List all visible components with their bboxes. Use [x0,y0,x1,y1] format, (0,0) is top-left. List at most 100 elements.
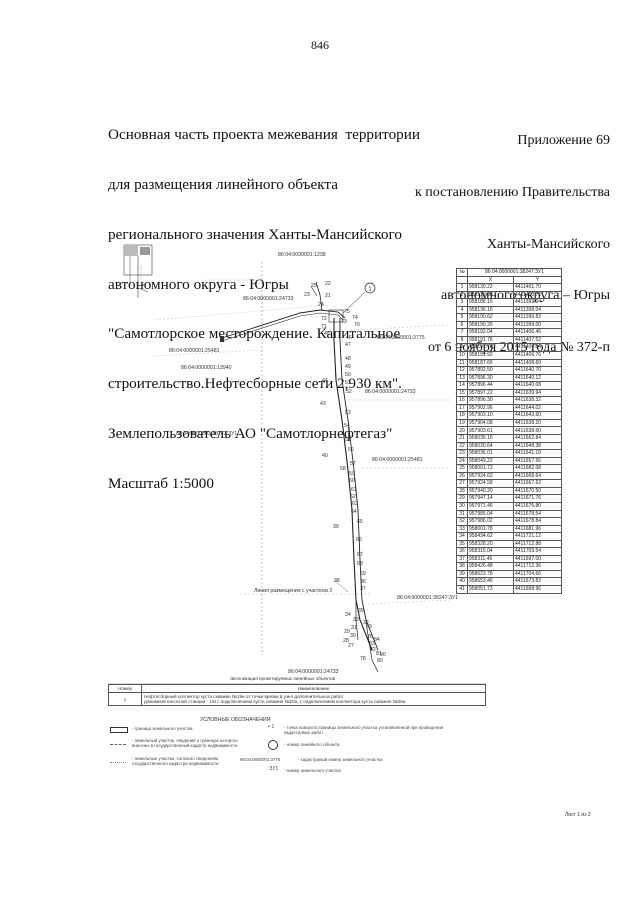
point-label: 54 [344,423,350,429]
table-cell: 2 [456,290,468,300]
legend-swatch-boundary [110,727,128,733]
table-cell: 4411678.54 [513,509,562,519]
document-title: Основная часть проекта межевания террито… [108,94,420,509]
table-cell: 4411709.54 [513,547,562,556]
table-cell: 958190.26 [467,320,514,330]
table-cell: 957904.08 [467,418,514,428]
table-cell: 1 [456,283,468,292]
point-label: 47 [345,342,351,348]
table-cell: 958001.72 [467,464,514,473]
table-cell: 4411644.02 [513,403,562,413]
cadastral-label: 86:04:0000001:24733 [288,669,339,675]
table-cell: 12 [456,366,468,375]
point-label: 80 [377,658,383,664]
table-cell: 4411643.60 [513,411,562,420]
table-cell: 16 [456,396,468,405]
table-cell: 4411639.94 [513,388,562,398]
point-label: 35 [358,608,364,614]
point-label: 25 [311,283,317,289]
cadastral-label: 86:04:0000001:25481 [372,457,423,463]
pipeline-corridor [220,281,379,673]
header-cell: X [467,275,514,285]
table-cell: 4411396.82 [513,313,562,322]
explication-text: Нефтесборный коллектор куста скважин №19… [144,694,344,699]
object-number-marker: 1 [333,282,376,593]
table-cell: 3 [456,298,468,307]
point-label: 68 [357,561,363,567]
legend-text: - кадастровый номер земельного участка [298,757,383,762]
table-cell: 958315.04 [467,547,514,556]
header-cell [456,275,468,285]
table-header-row: № 86:04:0000001:38247:ЗУ1 [456,268,562,277]
table-cell: 958328.20 [467,539,514,549]
table-cell: 25 [456,464,468,473]
point-label: 60 [349,478,355,484]
point-label: 37 [360,586,366,592]
table-cell: 4411648.38 [513,441,562,451]
page-number: 846 [311,38,329,52]
point-label: 62 [350,494,356,500]
point-label: 73 [341,319,347,325]
table-cell: 4411697.00 [513,554,562,564]
point-label: 51 [345,380,351,386]
table-cell: 4411638.20 [513,418,562,428]
legend-cad-symbol: 86:04:0000001:3775 [240,757,281,762]
point-label: 78 [360,656,366,662]
legend-point-symbol: • 1 [268,724,275,730]
table-cell: 41 [456,584,468,594]
table-cell: 4411668.96 [513,584,562,594]
table-cell: 958192.04 [467,328,514,337]
title-line: строительство.Нефтесборные сети 2,930 км… [108,375,402,393]
table-cell: 957903.10 [467,411,514,420]
table-cell: 8 [456,335,468,345]
table-cell: 4411640.08 [513,381,562,390]
legend-text: - номер земельного участка [284,768,341,773]
point-label: 57 [350,461,356,467]
table-cell: 958434.62 [467,532,514,541]
table-cell: 958191.76 [467,335,514,345]
table-cell: 957903.61 [467,426,514,436]
point-label: 49 [345,364,351,370]
table-cell: 4411407.52 [513,335,562,345]
point-label: 63 [352,501,358,507]
table-cell: 958130.22 [467,283,514,292]
table-cell: 21 [456,434,468,443]
table-cell: 4411671.76 [513,494,562,503]
table-cell: 958187.66 [467,358,514,368]
table-cell: 13 [456,373,468,383]
table-cell: 28 [456,486,468,496]
table-cell: 4411408.60 [513,358,562,368]
overview-inset [123,244,153,298]
table-cell: 20 [456,426,468,436]
table-cell: 35 [456,539,468,549]
table-cell: 957896.30 [467,396,514,405]
table-cell: 19 [456,418,468,428]
legend-zu-symbol: :ЗУ1 [268,766,279,772]
point-label: 30 [350,633,356,639]
annex-line: Ханты-Мансийского [486,236,610,252]
point-label: 28 [343,638,349,644]
point-label: 23 [304,292,310,298]
cadastral-label: 86:04:0000001:24733 [243,296,294,302]
table-cell: 957892.50 [467,366,514,375]
point-label: 59 [349,471,355,477]
table-cell: 958623.78 [467,569,514,579]
point-label: 48 [345,356,351,362]
point-label: 79 [366,624,372,630]
table-cell: 11 [456,358,468,368]
legend-text: - земельный участок, сведения о границах… [132,738,238,748]
